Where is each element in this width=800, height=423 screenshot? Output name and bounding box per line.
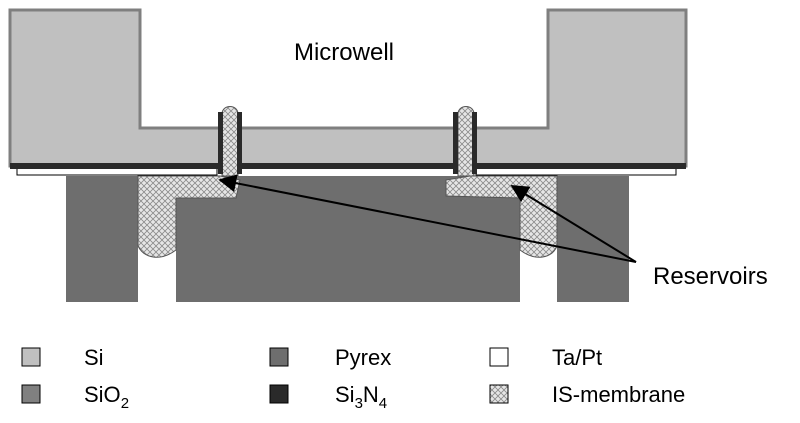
legend-swatch-si (21, 347, 41, 367)
legend-swatch-tapt (489, 347, 509, 367)
arrow-to-left-reservoir (218, 174, 637, 263)
pyrex-left-block (66, 176, 138, 302)
legend-label-si3n4-sub-a: 3 (355, 395, 363, 412)
silicon-body (8, 8, 688, 168)
legend-label-si3n4-sub-b: 4 (379, 395, 387, 412)
legend-label-si3n4-a: Si (335, 382, 355, 407)
legend-swatch-is-membrane (489, 384, 509, 404)
tapt-layer-left (16, 167, 218, 176)
microwell-label: Microwell (294, 39, 394, 66)
legend-label-sio2: SiO2 (84, 382, 129, 412)
reservoirs-label: Reservoirs (653, 263, 768, 290)
arrow-to-right-reservoir (510, 185, 637, 263)
legend: Si SiO2 Pyrex Si3N4 Ta/Pt IS-membrane (21, 345, 685, 412)
pyrex-right-block (557, 176, 629, 302)
left-channel-wall-outer (218, 112, 223, 174)
legend-label-pyrex: Pyrex (335, 345, 391, 370)
right-channel-membrane (457, 106, 475, 177)
si3n4-layer (10, 163, 686, 169)
left-channel-membrane (221, 106, 239, 177)
left-channel-wall-inner (237, 112, 242, 174)
tapt-layer-right (475, 167, 677, 176)
legend-swatch-pyrex (269, 347, 289, 367)
right-channel-wall-outer (453, 112, 458, 174)
legend-label-tapt: Ta/Pt (552, 345, 602, 370)
legend-label-is-membrane: IS-membrane (552, 382, 685, 407)
left-reservoir-membrane (137, 175, 241, 258)
legend-label-sio2-base: SiO (84, 382, 121, 407)
legend-label-si3n4-b: N (363, 382, 379, 407)
legend-label-si: Si (84, 345, 104, 370)
right-channel-wall-inner (472, 112, 477, 174)
legend-label-sio2-sub: 2 (121, 395, 129, 412)
legend-swatch-sio2 (21, 384, 41, 404)
legend-swatch-si3n4 (269, 384, 289, 404)
legend-label-si3n4: Si3N4 (335, 382, 387, 412)
